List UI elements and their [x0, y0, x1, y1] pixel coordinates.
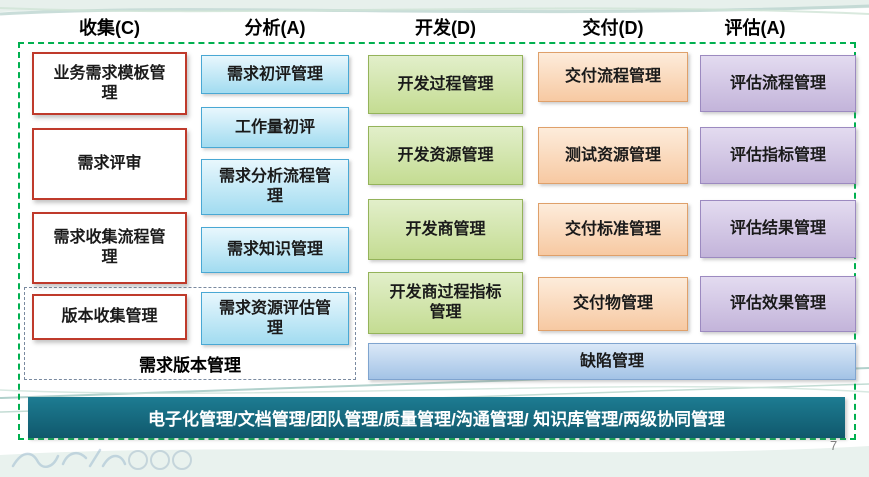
box-develop-vendor-metrics: 开发商过程指标管理	[368, 272, 523, 334]
box-evaluate-metrics: 评估指标管理	[700, 127, 856, 184]
box-evaluate-effect: 评估效果管理	[700, 276, 856, 332]
box-analyze-knowledge: 需求知识管理	[201, 227, 349, 273]
box-collect-version: 版本收集管理	[32, 294, 187, 340]
column-header-collect: 收集(C)	[79, 18, 140, 38]
column-header-deliver: 交付(D)	[582, 18, 644, 38]
footer-management-bar: 电子化管理/文档管理/团队管理/质量管理/沟通管理/ 知识库管理/两级协同管理	[28, 397, 845, 438]
box-evaluate-process: 评估流程管理	[700, 55, 856, 112]
box-deliver-test-resource: 测试资源管理	[538, 127, 688, 184]
box-analyze-initial-eval: 需求初评管理	[201, 55, 349, 94]
column-header-develop: 开发(D)	[415, 18, 476, 38]
box-collect-business-template: 业务需求模板管理	[32, 52, 187, 115]
page-number: 7	[830, 438, 838, 453]
box-collect-requirement-review: 需求评审	[32, 128, 187, 200]
box-develop-vendor: 开发商管理	[368, 199, 523, 260]
version-group-label: 需求版本管理	[139, 355, 241, 375]
box-evaluate-result: 评估结果管理	[700, 200, 856, 258]
logo-icon	[11, 448, 192, 470]
column-header-evaluate: 评估(A)	[724, 18, 786, 38]
box-deliver-standard: 交付标准管理	[538, 203, 688, 256]
box-analyze-resource-eval: 需求资源评估管理	[201, 292, 349, 345]
box-analyze-workload: 工作量初评	[201, 107, 349, 148]
box-deliver-process: 交付流程管理	[538, 52, 688, 102]
defect-management-bar: 缺陷管理	[368, 343, 856, 380]
box-deliver-deliverable: 交付物管理	[538, 277, 688, 331]
box-collect-process: 需求收集流程管理	[32, 212, 187, 284]
box-develop-process: 开发过程管理	[368, 55, 523, 114]
box-develop-resource: 开发资源管理	[368, 126, 523, 185]
column-header-analyze: 分析(A)	[244, 18, 306, 38]
box-analyze-process: 需求分析流程管理	[201, 159, 349, 215]
